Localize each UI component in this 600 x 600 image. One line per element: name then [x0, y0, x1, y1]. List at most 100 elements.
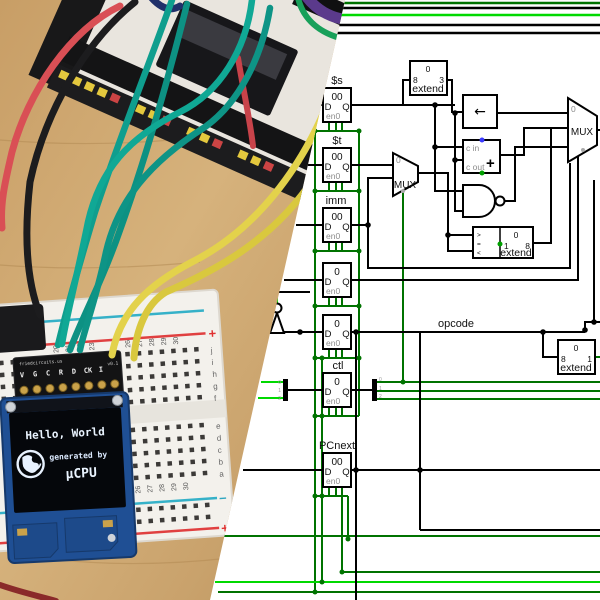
register-imm-label: imm [326, 195, 347, 207]
extend-top-outbits: 3 [439, 75, 444, 85]
pin-en: en0 [326, 286, 340, 296]
pin-q: Q [342, 222, 349, 233]
pin-q: Q [342, 162, 349, 173]
pin-en: en0 [326, 476, 340, 486]
yellow-wire-1 [108, 88, 336, 359]
register-t-value: 00 [331, 152, 343, 163]
register-4: 0 D Q en0 [322, 262, 352, 298]
purple-wire [300, 0, 345, 26]
pin-q: Q [342, 102, 349, 113]
oled-screen [9, 407, 126, 513]
black-connector [0, 303, 46, 355]
mux-right: 0 MUX [567, 96, 598, 164]
pin-D: D [72, 368, 77, 376]
screw-pad-right [111, 394, 123, 406]
compare-extend-block: > = < 0 1 8 extend [472, 226, 534, 259]
cmp-extend-default: 0 [514, 230, 519, 240]
green-junction-dots [312, 128, 406, 595]
pin-en: en0 [326, 111, 340, 121]
bit0-label: 0 [278, 380, 281, 386]
pin-d: D [325, 222, 332, 233]
pin-d: D [325, 277, 332, 288]
opcode-label: opcode [438, 318, 474, 330]
header-pin-labels: V G C R D CK I v0.1 [20, 361, 119, 380]
teal-wire-4 [76, 4, 274, 354]
pin-d: D [325, 387, 332, 398]
oled-line2: generated by [49, 450, 107, 462]
extend-top-block: 0 8 3 extend [409, 60, 448, 96]
ctl-merger: 0 1 2 [278, 379, 288, 402]
pin-G: G [33, 370, 38, 378]
header-brand-text: friedcircuits.us [19, 358, 63, 367]
register-4-value: 0 [334, 267, 340, 278]
cmp-extend-label: extend [500, 247, 532, 259]
bit2-label: 2 [379, 394, 382, 400]
header-pin-holes [19, 379, 120, 395]
col-27: 27 [137, 339, 145, 347]
oled-line3: µCPU [65, 466, 97, 483]
junction-dots [297, 102, 597, 473]
pin-d: D [325, 329, 332, 340]
shift-left-arrow-icon: ← [474, 104, 486, 120]
bit1-label: 1 [379, 386, 382, 392]
oled-module: Hello, World generated by µCPU [0, 391, 138, 565]
register-imm-value: 00 [331, 212, 343, 223]
extend-bot-inbits: 8 [561, 354, 566, 364]
reg-enable-loops [315, 122, 359, 497]
oled-pin-header: friedcircuits.us V G C R D CK I v0.1 [12, 350, 124, 403]
col-23: 23 [89, 342, 97, 350]
cmp-extend-inbits: 1 [504, 241, 509, 251]
extend-top-default: 0 [426, 64, 431, 74]
pin-d: D [325, 467, 332, 478]
adder-cout-label: c out [466, 162, 485, 172]
cmp-eq: = [477, 241, 481, 248]
register-s-value: 00 [331, 92, 343, 103]
oled-line1: Hello, World [25, 425, 105, 442]
register-ctl-label: ctl [333, 360, 344, 372]
black-wire [23, 0, 139, 319]
adder-cin-pin [479, 137, 485, 143]
pin-CK: CK [84, 366, 94, 375]
row-i: i [211, 358, 214, 367]
bit1-label: 1 [278, 388, 281, 394]
row-c: c [217, 446, 222, 455]
row-d: d [217, 434, 222, 443]
mux-right-label: MUX [571, 127, 594, 138]
col-28: 28 [149, 338, 157, 346]
mux-right-sel-pin [581, 148, 585, 152]
shift-left-block: ← [462, 94, 498, 129]
adder-block: c in + c out [462, 137, 501, 176]
pin-en: en0 [326, 338, 340, 348]
col-29: 29 [161, 337, 169, 345]
plus-sign-top: + [208, 326, 217, 342]
col-30: 30 [173, 336, 181, 344]
ctl-splitter: 0 1 2 [372, 377, 382, 401]
col-28b: 28 [159, 484, 167, 492]
extend-top-inbits: 8 [413, 75, 418, 85]
register-5-value: 0 [334, 319, 340, 330]
cmp-pin [497, 241, 503, 247]
extend-top-label: extend [412, 83, 444, 95]
col-26: 26 [125, 340, 133, 348]
adder-plus: + [486, 155, 495, 172]
nand-gate [462, 184, 506, 218]
pin-q: Q [342, 329, 349, 340]
pin-V: V [20, 371, 26, 379]
register-t-label: $t [332, 135, 341, 147]
register-imm: imm 00 D Q en0 [322, 195, 352, 243]
nand-bubble [494, 195, 506, 207]
adder-cout-pin [479, 170, 485, 176]
extend-bot-label: extend [560, 362, 592, 374]
mux-mid-sel0: 0 [396, 155, 401, 165]
yellow-wire-2 [130, 174, 318, 362]
register-5: 0 D Q en0 [322, 314, 352, 350]
register-s-label: $s [331, 75, 343, 87]
extend-bot-default: 0 [574, 343, 579, 353]
header-version: v0.1 [107, 361, 119, 368]
row-h: h [212, 370, 217, 379]
mux-right-sel0: 0 [571, 104, 576, 114]
register-ctl: ctl 0 D Q en0 [322, 360, 352, 408]
